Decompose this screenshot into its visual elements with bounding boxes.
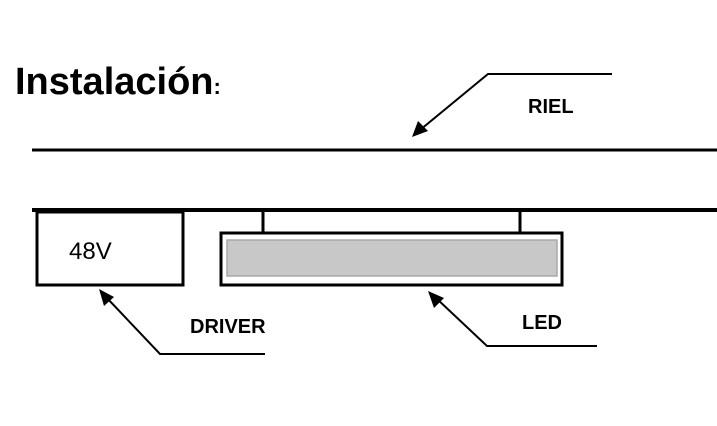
led-arrowhead-icon bbox=[428, 291, 444, 308]
driver-label: DRIVER bbox=[190, 316, 266, 338]
driver-box bbox=[35, 210, 185, 287]
rail-callout-arrow bbox=[419, 73, 612, 131]
led-diffuser bbox=[226, 239, 558, 277]
driver-arrowhead-icon bbox=[99, 289, 114, 306]
driver-voltage: 48V bbox=[69, 238, 112, 265]
led-callout-arrow bbox=[435, 297, 597, 347]
title-colon: : bbox=[214, 74, 221, 99]
driver-callout-arrow bbox=[105, 296, 265, 355]
led-label: LED bbox=[522, 312, 562, 334]
rail-label: RIEL bbox=[528, 96, 574, 118]
rail-arrowhead-icon bbox=[412, 121, 428, 137]
page-title: Instalación: bbox=[15, 61, 221, 103]
